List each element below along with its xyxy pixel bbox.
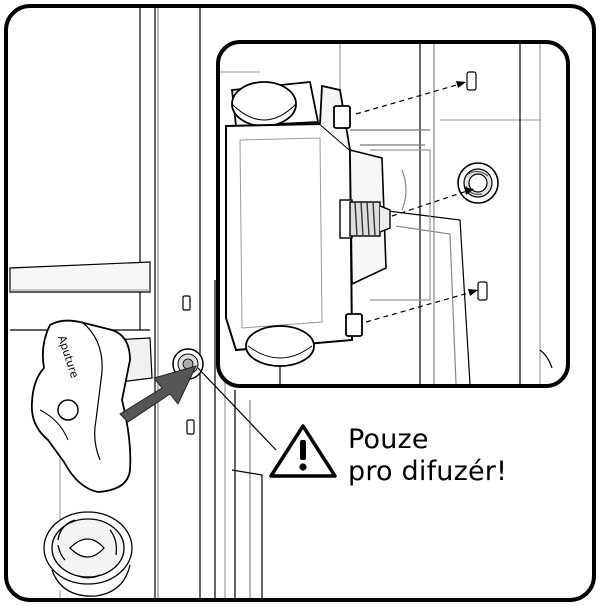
inset-panel bbox=[216, 40, 570, 388]
lower-knob bbox=[40, 511, 133, 597]
aputure-knob: Aputure bbox=[30, 319, 153, 493]
threaded-screw bbox=[349, 201, 391, 237]
warning-line-2: pro difuzér! bbox=[348, 456, 508, 487]
pointer-line bbox=[197, 367, 277, 451]
warning-line-1: Pouze bbox=[348, 424, 429, 455]
warning-triangle-icon bbox=[269, 424, 337, 478]
warning-text: Pouze pro difuzér! bbox=[348, 424, 507, 488]
arrow-icon bbox=[119, 365, 197, 423]
